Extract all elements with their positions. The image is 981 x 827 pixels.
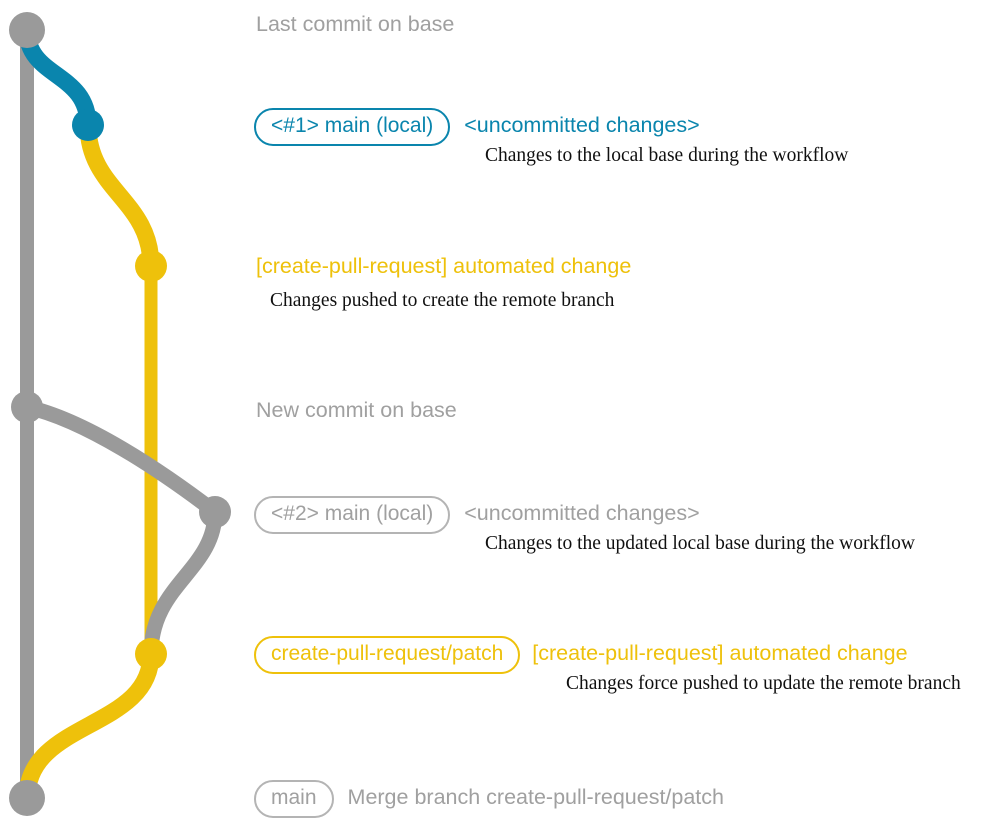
node-automated-push-2	[135, 638, 167, 670]
row-automated-change-2: create-pull-request/patch [create-pull-r…	[254, 636, 908, 674]
commit-subject-automated-change-2: [create-pull-request] automated change	[532, 641, 908, 665]
commit-subject-new-commit-on-base: New commit on base	[256, 398, 457, 422]
edge-new-base-to-local-2	[19, 399, 223, 520]
ref-pill-main[interactable]: main	[254, 780, 334, 818]
row-uncommitted-changes-2: <#2> main (local) <uncommitted changes>	[254, 496, 700, 534]
commit-subject-uncommitted-changes-1: <uncommitted changes>	[464, 113, 700, 137]
edge-local-2-to-push-2	[143, 504, 223, 662]
commit-subject-merge-commit: Merge branch create-pull-request/patch	[347, 785, 724, 809]
edge-push-2-to-merge	[18, 645, 160, 807]
ref-pill-create-pull-request-patch[interactable]: create-pull-request/patch	[254, 636, 521, 674]
row-uncommitted-changes-1: <#1> main (local) <uncommitted changes>	[254, 108, 700, 146]
commit-subject-last-commit-on-base: Last commit on base	[256, 12, 455, 36]
commit-subject-uncommitted-changes-2: <uncommitted changes>	[464, 501, 700, 525]
commit-note-automated-change-2: Changes force pushed to update the remot…	[566, 673, 961, 694]
ref-pill-main-local-1[interactable]: <#1> main (local)	[254, 108, 451, 146]
node-merge-commit	[9, 780, 45, 816]
commit-subject-automated-change-1: [create-pull-request] automated change	[256, 254, 632, 278]
commit-graph	[9, 12, 231, 816]
row-merge-commit: main Merge branch create-pull-request/pa…	[254, 780, 724, 818]
node-new-base-commit	[11, 391, 43, 423]
row-new-commit-on-base: New commit on base	[256, 398, 457, 422]
row-last-commit-on-base: Last commit on base	[256, 12, 454, 36]
edge-local-1-to-push-1	[79, 116, 160, 275]
ref-pill-main-local-2[interactable]: <#2> main (local)	[254, 496, 451, 534]
node-local-change-1	[72, 109, 104, 141]
node-local-change-2	[199, 496, 231, 528]
commit-note-uncommitted-changes-1: Changes to the local base during the wor…	[485, 145, 849, 166]
node-automated-push-1	[135, 250, 167, 282]
commit-note-automated-change-1: Changes pushed to create the remote bran…	[270, 290, 615, 311]
row-automated-change-1: [create-pull-request] automated change	[256, 254, 631, 278]
node-base-head	[9, 12, 45, 48]
commit-note-uncommitted-changes-2: Changes to the updated local base during…	[485, 533, 915, 554]
